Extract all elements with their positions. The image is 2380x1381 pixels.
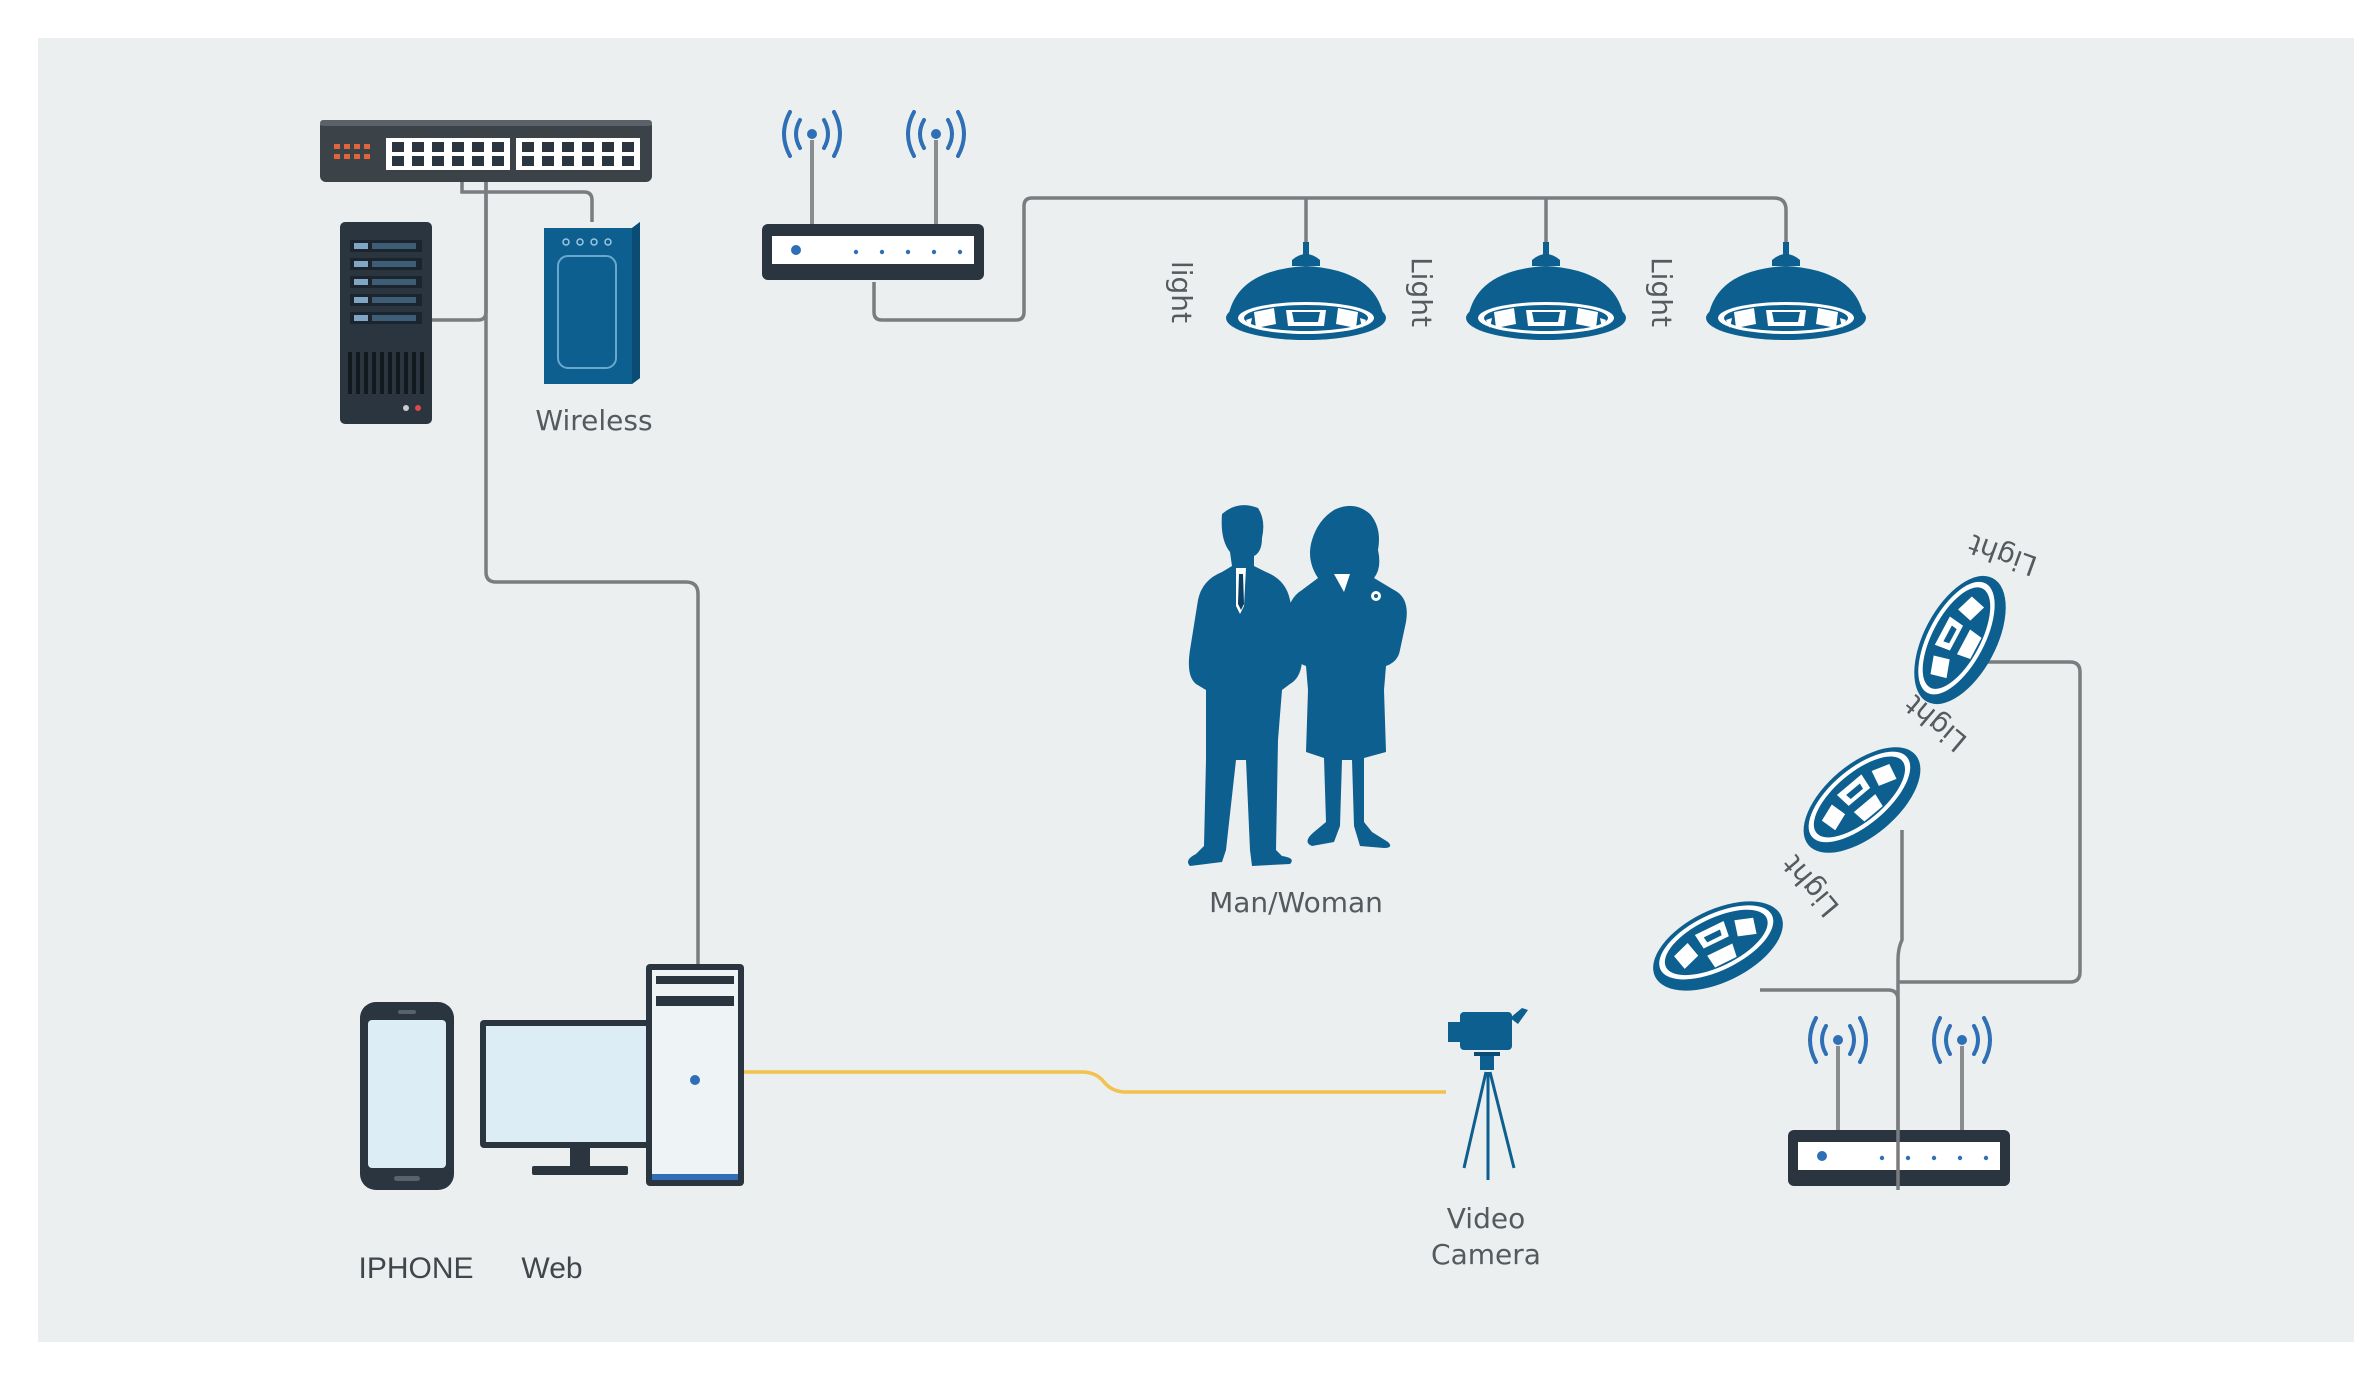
cables (432, 172, 2082, 1180)
cable-pc-camera (742, 1070, 1446, 1094)
man-woman-silhouette-icon[interactable] (1188, 505, 1407, 866)
desktop-monitor-icon[interactable] (480, 1020, 680, 1175)
iphone-label: IPHONE (358, 1252, 473, 1285)
cable-router-spot-3 (1898, 660, 2082, 984)
light-label-2: Light (1405, 257, 1438, 327)
cable-switch-pc (484, 178, 700, 980)
light-label-1: light (1165, 261, 1198, 323)
wireless-label: Wireless (535, 404, 652, 437)
video-camera-tripod-icon[interactable] (1448, 1008, 1528, 1180)
light-label-3: Light (1645, 257, 1678, 327)
server-rack-icon[interactable] (340, 222, 432, 424)
camera-label-line2: Camera (1431, 1238, 1541, 1271)
cable-router-lights (872, 196, 1788, 322)
cable-switch-wireless (460, 172, 594, 222)
cable-router-spot-2 (1896, 830, 1904, 1180)
people-label: Man/Woman (1209, 886, 1383, 919)
web-label: Web (521, 1252, 582, 1285)
wireless-access-point-icon[interactable] (544, 222, 640, 384)
network-switch-icon[interactable] (320, 120, 652, 182)
smartphone-icon[interactable] (360, 1002, 454, 1190)
wifi-router-icon (762, 224, 984, 280)
pc-tower-icon[interactable] (646, 964, 744, 1186)
camera-label-line1: Video (1447, 1202, 1525, 1235)
